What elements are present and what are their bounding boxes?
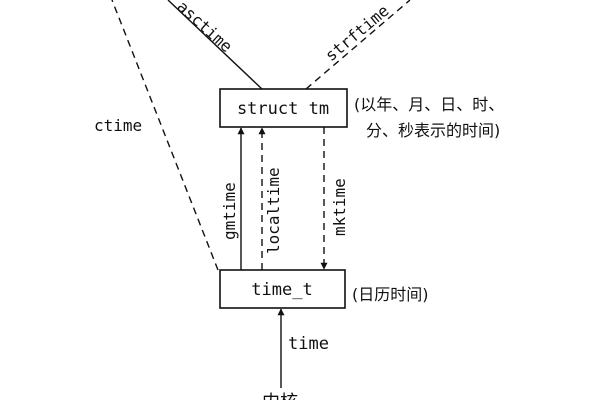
time-t-node: time_t bbox=[219, 269, 346, 309]
struct-tm-label: struct tm bbox=[237, 99, 329, 119]
time-t-label: time_t bbox=[251, 280, 312, 300]
struct-tm-node: struct tm bbox=[219, 88, 348, 128]
ctime-edge bbox=[111, 0, 219, 271]
struct-tm-note-line2: 分、秒表示的时间) bbox=[366, 121, 500, 140]
gmtime-label: gmtime bbox=[220, 182, 239, 240]
time-t-note: (日历时间) bbox=[352, 285, 429, 304]
strftime-edge bbox=[305, 0, 411, 90]
ctime-label: ctime bbox=[94, 116, 142, 135]
asctime-label: asctime bbox=[173, 0, 236, 56]
struct-tm-note-line1: (以年、月、日、时、 bbox=[354, 95, 504, 114]
mktime-label: mktime bbox=[330, 178, 349, 236]
kernel-label: 内核 bbox=[262, 392, 298, 400]
asctime-edge bbox=[167, 0, 263, 90]
strftime-label: strftime bbox=[321, 1, 392, 65]
time-label: time bbox=[288, 334, 329, 354]
localtime-label: localtime bbox=[264, 167, 283, 254]
